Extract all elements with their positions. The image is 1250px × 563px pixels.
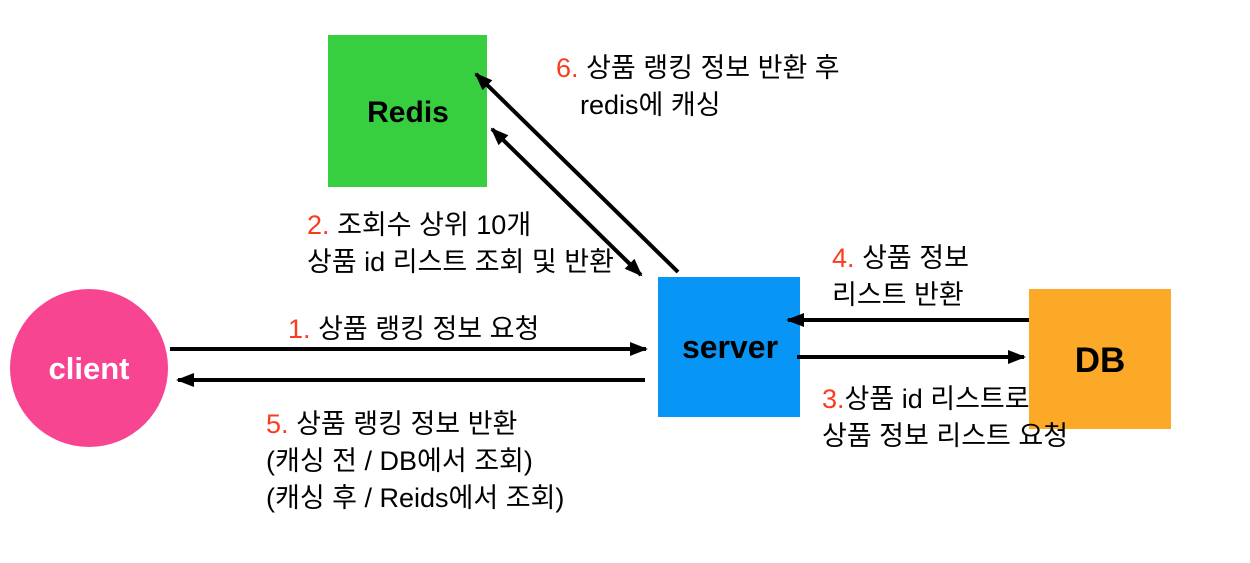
step4-text-line2: 리스트 반환	[832, 280, 964, 310]
step4-text-line1: 상품 정보	[862, 243, 969, 273]
step4-label: 4.상품 정보 리스트 반환	[832, 240, 969, 314]
client-node	[10, 289, 168, 447]
step1-number: 1.	[288, 314, 311, 344]
server-node-label: server	[682, 329, 778, 365]
step3-number: 3.	[822, 384, 845, 414]
step5-label: 5.상품 랭킹 정보 반환 (캐싱 전 / DB에서 조회) (캐싱 후 / R…	[266, 406, 564, 517]
step2-text-line1: 조회수 상위 10개	[337, 210, 532, 240]
step6-number: 6.	[556, 53, 579, 83]
server-node	[658, 277, 800, 417]
step4-number: 4.	[832, 243, 855, 273]
step2-text-line2: 상품 id 리스트 조회 및 반환	[307, 247, 614, 277]
step3-label: 3.상품 id 리스트로 상품 정보 리스트 요청	[822, 381, 1068, 455]
step6-text-line2: redis에 캐싱	[580, 90, 721, 120]
step5-text-line3: (캐싱 후 / Reids에서 조회)	[266, 483, 565, 513]
step6-text-line1: 상품 랭킹 정보 반환 후	[586, 53, 840, 83]
step3-text-line2: 상품 정보 리스트 요청	[822, 421, 1069, 451]
step1-label: 1.상품 랭킹 정보 요청	[288, 311, 539, 348]
step1-text: 상품 랭킹 정보 요청	[318, 314, 540, 344]
step5-number: 5.	[266, 409, 289, 439]
step2-number: 2.	[307, 210, 330, 240]
step5-text-line1: 상품 랭킹 정보 반환	[296, 409, 518, 439]
step5-text-line2: (캐싱 전 / DB에서 조회)	[266, 446, 533, 476]
arrow-step2-server-redis-bidirectional	[490, 127, 643, 277]
client-node-label: client	[49, 351, 130, 386]
step6-label: 6.상품 랭킹 정보 반환 후 redis에 캐싱	[556, 50, 840, 124]
step2-label: 2.조회수 상위 10개 상품 id 리스트 조회 및 반환	[307, 207, 614, 281]
db-node	[1029, 289, 1171, 429]
db-node-label: DB	[1075, 341, 1126, 380]
redis-node	[328, 35, 487, 187]
redis-node-label: Redis	[367, 96, 449, 129]
step3-text-line1: 상품 id 리스트로	[844, 384, 1030, 414]
